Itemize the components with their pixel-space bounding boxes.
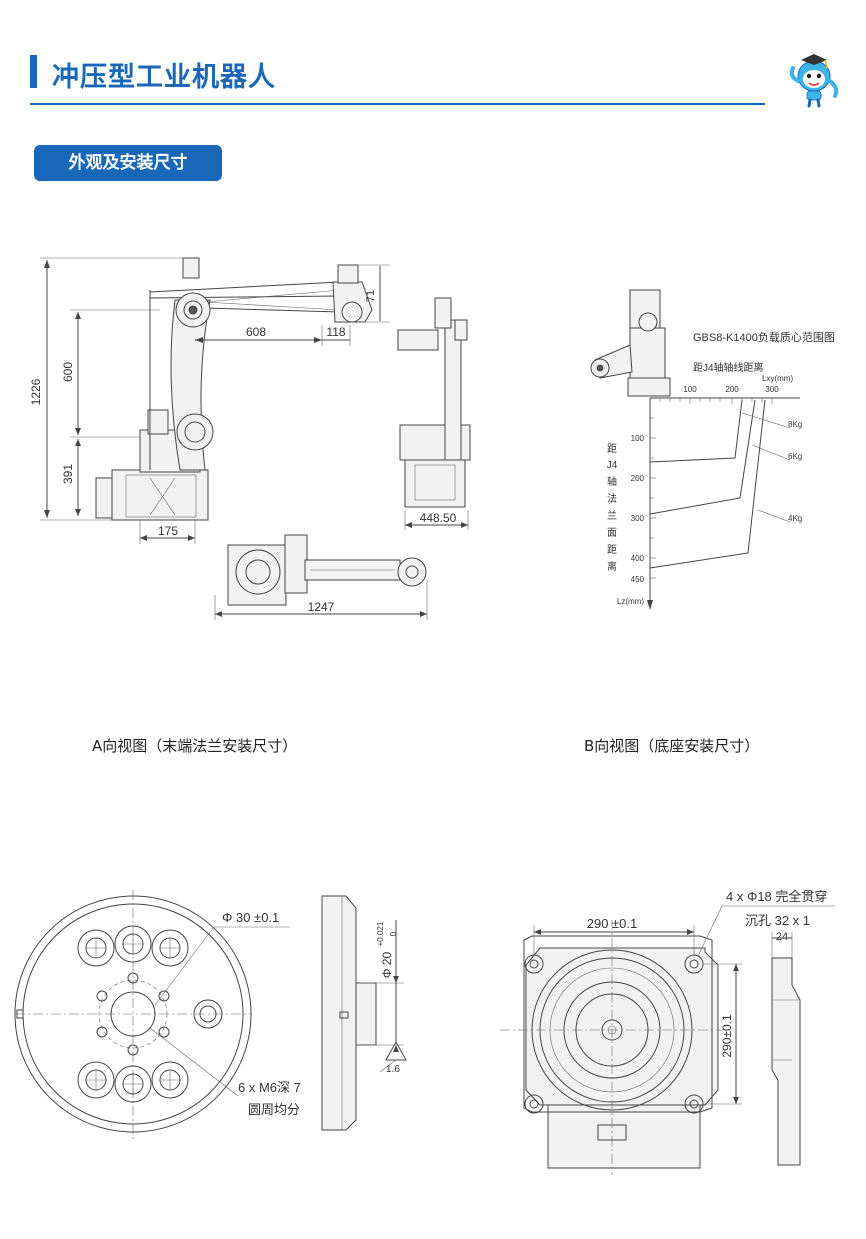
y-tick-450: 450	[631, 575, 645, 584]
flange-shaft-dim: Φ 20	[380, 952, 394, 979]
y-axis-label-char-2: J4	[607, 460, 618, 471]
load-chart: GBS8-K1400负载质心范围图 距J4轴轴线距离 Lxy(mm) 100 2…	[590, 289, 835, 610]
dim-top-offset: 71	[365, 290, 377, 302]
y-tick-300: 300	[631, 514, 645, 523]
x-tick-300: 300	[765, 385, 779, 394]
curve-label-4kg: 4Kg	[788, 514, 802, 523]
y-axis-unit: Lz(mm)	[617, 597, 644, 606]
dim-arm-reach: 608	[246, 325, 266, 339]
y-axis-label-char-5: 兰	[607, 509, 617, 522]
flange-bore-dim: Φ 30 ±0.1	[222, 910, 279, 925]
x-tick-200: 200	[725, 385, 739, 394]
curve-8kg	[649, 399, 743, 463]
curve-label-6kg: 6Kg	[788, 452, 802, 461]
x-axis-label: 距J4轴轴线距离	[693, 361, 764, 374]
flange-holes-note-2: 圆周均分	[248, 1102, 300, 1117]
y-axis-label-char-4: 法	[607, 492, 617, 505]
base-width-dim: 290 ±0.1	[587, 916, 638, 931]
base-height-dim: 290±0.1	[720, 1014, 734, 1058]
y-tick-100: 100	[631, 434, 645, 443]
dim-top-length: 1247	[308, 600, 335, 614]
y-axis-label-char-8: 离	[607, 560, 617, 573]
base-holes-note-1: 4 x Φ18 完全贯穿	[726, 889, 827, 904]
flange-view-drawing: Φ 30 ±0.1 6 x M6深 7 圆周均分 Φ 20 +0.021 0 1…	[14, 890, 407, 1140]
curve-label-8kg: 8Kg	[788, 420, 802, 429]
page-title: 冲压型工业机器人	[52, 62, 276, 93]
top-view-drawing: 1247	[214, 534, 428, 620]
curve-4kg	[649, 399, 766, 569]
x-axis-unit: Lxy(mm)	[762, 374, 793, 383]
dim-lower: 391	[61, 464, 75, 484]
dim-base-width: 175	[158, 524, 178, 538]
section-tab-appearance: 外观及安装尺寸	[34, 145, 222, 181]
flange-shaft-tol-upper: +0.021	[376, 921, 385, 946]
base-holes-note-2: 沉孔 32 x 1	[745, 913, 810, 928]
y-tick-200: 200	[631, 474, 645, 483]
dim-front-width: 448.50	[420, 511, 457, 525]
front-view-drawing: 448.50	[397, 297, 471, 530]
base-view-drawing: 290 ±0.1 290±0.1 4 x Φ18 完全贯穿 沉孔 32 x 1 …	[500, 889, 835, 1175]
title-accent-bar	[30, 55, 37, 88]
robot-mascot-icon	[789, 54, 839, 108]
dim-upper: 600	[61, 362, 75, 382]
title-divider	[30, 103, 765, 105]
flange-step-dim: 1.6	[386, 1064, 400, 1075]
dim-total-height: 1226	[29, 378, 43, 405]
caption-b-view: B向视图（底座安装尺寸）	[584, 737, 760, 755]
y-axis-label-char-6: 面	[607, 528, 617, 539]
y-axis-label-char-3: 轴	[607, 475, 617, 488]
side-view-drawing: 1226 600 391	[29, 257, 390, 544]
flange-holes-note-1: 6 x M6深 7	[238, 1080, 301, 1095]
flange-shaft-tol-lower: 0	[389, 931, 398, 936]
curve-6kg	[649, 399, 756, 515]
dim-arm-end: 118	[326, 325, 345, 339]
base-depth-dim: 24	[776, 931, 788, 943]
x-tick-100: 100	[683, 385, 697, 394]
y-axis-label-char-7: 距	[607, 544, 617, 556]
y-axis-label-char-1: 距	[607, 443, 617, 455]
load-chart-title: GBS8-K1400负载质心范围图	[693, 330, 835, 344]
caption-a-view: A向视图（末端法兰安装尺寸）	[92, 737, 298, 755]
y-tick-400: 400	[631, 554, 645, 563]
